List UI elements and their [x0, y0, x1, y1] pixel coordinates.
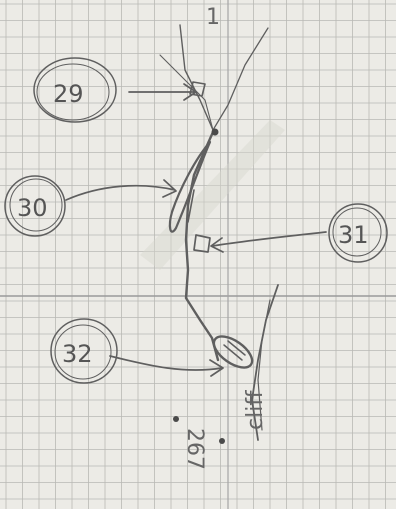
marker-29-label: 29 — [53, 80, 84, 108]
cliff-label: cliff — [243, 390, 268, 430]
marker-32-label: 32 — [62, 340, 93, 368]
top-mark: 1 — [206, 5, 220, 30]
stream-line — [180, 25, 213, 130]
elevation-label: 267 — [182, 428, 207, 470]
station-point — [219, 438, 225, 444]
marker-30: 30 — [5, 176, 65, 236]
marker-31: 31 — [329, 204, 387, 262]
station-point — [212, 129, 219, 136]
marker-32: 32 — [51, 319, 117, 383]
feature-31-shape — [194, 235, 210, 252]
arrow-32 — [110, 356, 223, 376]
station-point — [173, 416, 179, 422]
marker-31-label: 31 — [338, 221, 369, 249]
stream-line — [213, 28, 268, 130]
marker-29: 29 — [34, 58, 116, 122]
arrow-30 — [66, 180, 176, 200]
marker-30-label: 30 — [17, 194, 48, 222]
